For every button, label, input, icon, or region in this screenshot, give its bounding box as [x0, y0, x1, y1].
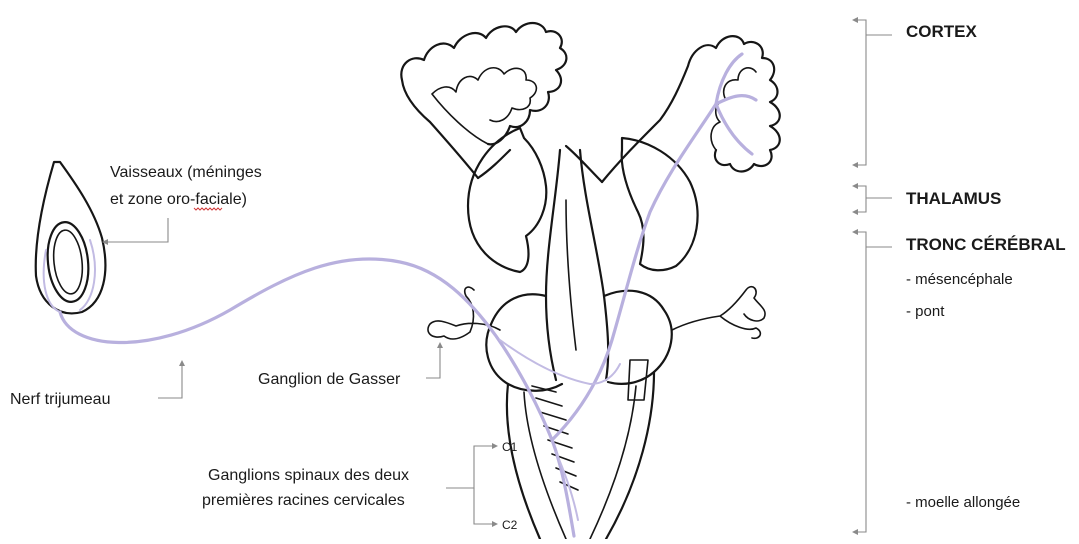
spinal-cord-left	[507, 384, 540, 539]
brainstem-inner-left	[566, 200, 576, 350]
label-vaisseaux-line1: Vaisseaux (méninges	[110, 164, 262, 181]
label-tronc-cerebral: TRONC CÉRÉBRAL	[906, 235, 1066, 254]
brain-illustration	[36, 23, 780, 539]
brainstem-right-edge	[580, 150, 608, 380]
right-cortex-outline	[602, 36, 780, 182]
label-pont: - pont	[906, 303, 945, 320]
brainstem-left-edge	[546, 150, 560, 380]
label-ganglion-gasser: Ganglion de Gasser	[258, 371, 401, 388]
label-cortex: CORTEX	[906, 22, 978, 41]
label-nerf-trijumeau: Nerf trijumeau	[10, 391, 110, 408]
label-thalamus: THALAMUS	[906, 189, 1001, 208]
labels: CORTEX THALAMUS TRONC CÉRÉBRAL - mésencé…	[10, 22, 1066, 532]
label-ganglions-spinaux-line1: Ganglions spinaux des deux	[208, 467, 409, 484]
spellcheck-underline	[194, 208, 222, 210]
peripheral-organ-core	[51, 229, 86, 296]
label-vaisseaux-line2: et zone oro-faciale)	[110, 191, 247, 208]
right-thalamus	[622, 138, 698, 270]
left-cortex-stem	[478, 150, 510, 178]
label-c1: C1	[502, 440, 518, 454]
thalamo-cortical	[716, 54, 756, 154]
central-canal	[628, 360, 648, 400]
peripheral-organ-inner	[44, 220, 92, 304]
label-c2: C2	[502, 518, 518, 532]
spinal-cord-right	[606, 372, 654, 539]
leader-lines	[102, 17, 892, 535]
left-pons	[486, 294, 562, 390]
label-moelle-allongee: - moelle allongée	[906, 494, 1020, 511]
label-mesencephale: - mésencéphale	[906, 271, 1013, 288]
pontine-branch	[500, 340, 620, 384]
spinal-cord-inner-right	[590, 386, 636, 539]
right-nerve-sprout	[672, 287, 765, 339]
left-thalamus	[468, 128, 546, 272]
label-ganglions-spinaux-line2: premières racines cervicales	[202, 492, 405, 509]
